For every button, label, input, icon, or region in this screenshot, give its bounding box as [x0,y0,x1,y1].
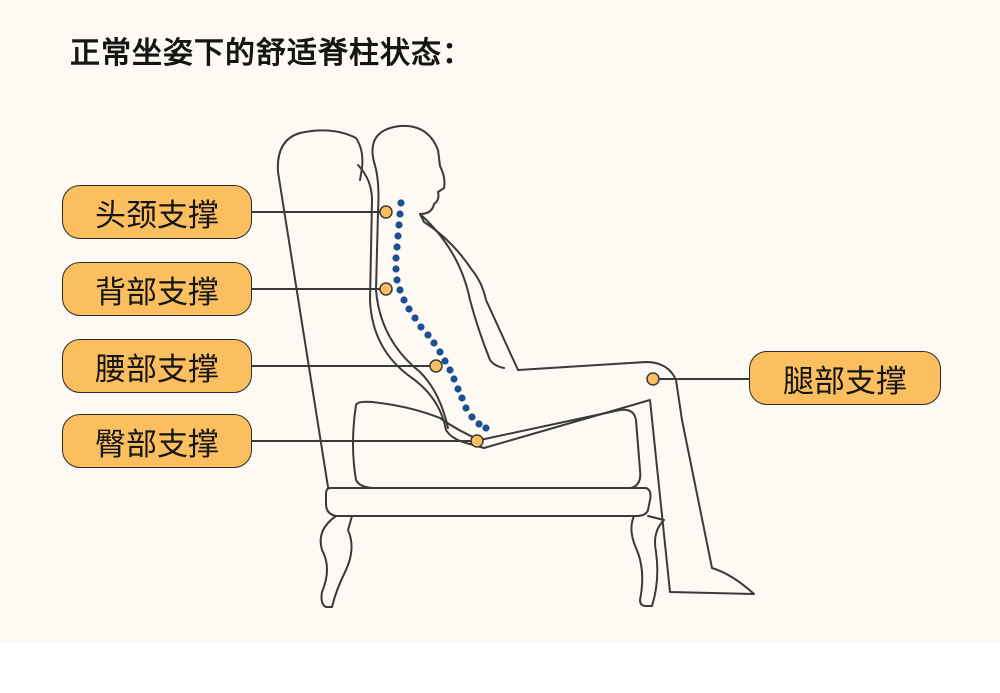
chair-leg-right [630,515,665,607]
label-back-support: 背部支撑 [62,262,252,316]
chair-backrest [276,129,364,488]
person-arm [419,213,505,369]
support-point-back [379,282,393,296]
spine-dots [392,199,490,432]
label-hip-support: 臀部支撑 [62,414,252,468]
person-silhouette [371,124,755,595]
chair-seat-base [325,487,652,517]
chair-backrest-inner [357,164,471,445]
chair-seat-cushion [352,400,642,489]
diagram-canvas: 正常坐姿下的舒适脊柱状态： [0,0,1000,642]
label-leg-support: 腿部支撑 [749,351,941,405]
support-point-hip [470,434,484,448]
chair-and-person-illustration [251,124,755,608]
label-head-neck-support: 头颈支撑 [62,185,252,239]
support-point-head [379,205,393,219]
chair-leg-left [319,515,353,608]
label-waist-support: 腰部支撑 [62,339,252,393]
support-point-waist [429,359,443,373]
support-point-leg [646,372,660,386]
person-back-line [373,161,449,429]
page-title: 正常坐姿下的舒适脊柱状态： [70,36,473,71]
